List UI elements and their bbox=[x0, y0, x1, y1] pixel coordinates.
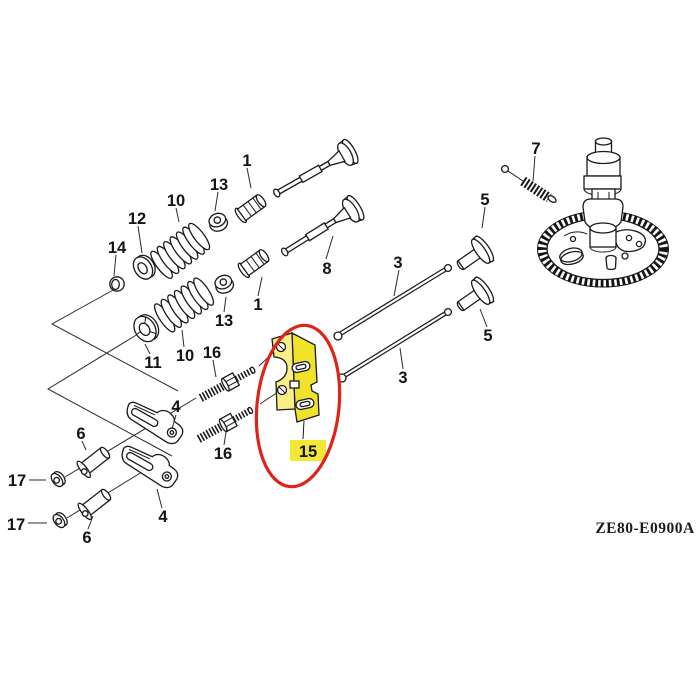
part-label-17-upper: 17 bbox=[8, 472, 26, 490]
part-stud-upper bbox=[198, 366, 256, 402]
part-label-6-lower: 6 bbox=[82, 529, 91, 547]
part-label-1-upper: 1 bbox=[242, 152, 251, 170]
part-label-8: 8 bbox=[322, 260, 331, 278]
part-label-4-lower: 4 bbox=[158, 508, 168, 526]
part-label-12: 12 bbox=[128, 210, 146, 228]
part-label-3-upper: 3 bbox=[393, 254, 402, 272]
part-label-14: 14 bbox=[108, 239, 127, 257]
part-label-16-lower: 16 bbox=[214, 445, 232, 463]
highlight-badge bbox=[290, 440, 326, 461]
diagram-code: ZE80-E0900A bbox=[595, 520, 695, 537]
part-stem-seal-upper bbox=[234, 194, 267, 224]
part-valve-spring-lower bbox=[153, 277, 215, 333]
part-label-3-lower: 3 bbox=[398, 369, 407, 387]
part-flange-nut-lower bbox=[52, 511, 68, 529]
part-spring-retainer bbox=[132, 254, 156, 280]
callout-labels: 1 13 10 12 14 8 1 13 10 11 16 16 4 4 6 6… bbox=[7, 140, 541, 547]
part-pivot-nut-lower bbox=[214, 274, 235, 294]
part-tappet-upper bbox=[456, 235, 495, 271]
camshaft-shaft bbox=[582, 137, 624, 271]
highlight-circle[interactable] bbox=[249, 321, 347, 491]
part-label-13-upper: 13 bbox=[210, 176, 228, 194]
part-valve-cap bbox=[109, 276, 125, 292]
part-pivot-bolt-lower bbox=[77, 488, 112, 521]
part-label-16-upper: 16 bbox=[203, 344, 221, 362]
part-label-5-lower: 5 bbox=[483, 327, 492, 345]
part-pivot-nut-upper bbox=[208, 212, 229, 232]
part-tappet-lower bbox=[456, 276, 495, 312]
part-flange-nut-upper bbox=[50, 470, 66, 488]
part-stem-seal-lower bbox=[237, 249, 270, 279]
callout-leader-lines bbox=[28, 155, 536, 530]
part-label-1-lower: 1 bbox=[253, 296, 262, 314]
part-spring-seat bbox=[133, 314, 160, 343]
part-label-10-upper: 10 bbox=[167, 192, 185, 210]
part-label-17-lower: 17 bbox=[7, 516, 25, 534]
part-label-4-upper: 4 bbox=[171, 398, 181, 416]
callout-leader-15 bbox=[302, 420, 305, 440]
part-label-5-upper: 5 bbox=[480, 191, 489, 209]
camshaft-gear-assembly bbox=[537, 137, 669, 288]
part-stud-lower bbox=[196, 406, 254, 443]
part-label-7: 7 bbox=[531, 140, 540, 158]
part-label-13-lower: 13 bbox=[215, 312, 233, 330]
part-governor-spring bbox=[500, 164, 557, 203]
part-valve-spring-upper bbox=[150, 222, 211, 279]
part-rocker-arm-lower bbox=[115, 437, 185, 492]
part-valve-upper bbox=[273, 138, 359, 198]
part-label-15[interactable]: 15 bbox=[299, 443, 317, 461]
part-push-rod-upper bbox=[333, 263, 453, 341]
highlighted-part-guide-plate[interactable]: 15 bbox=[249, 321, 347, 491]
guide-plate-holes bbox=[275, 341, 315, 411]
part-label-11: 11 bbox=[144, 354, 161, 372]
part-label-10-lower: 10 bbox=[176, 347, 194, 365]
part-push-rod-lower bbox=[337, 307, 453, 383]
part-valve-exhaust bbox=[280, 194, 365, 257]
part-pivot-bolt-upper bbox=[76, 446, 111, 479]
part-label-6-upper: 6 bbox=[76, 425, 85, 443]
